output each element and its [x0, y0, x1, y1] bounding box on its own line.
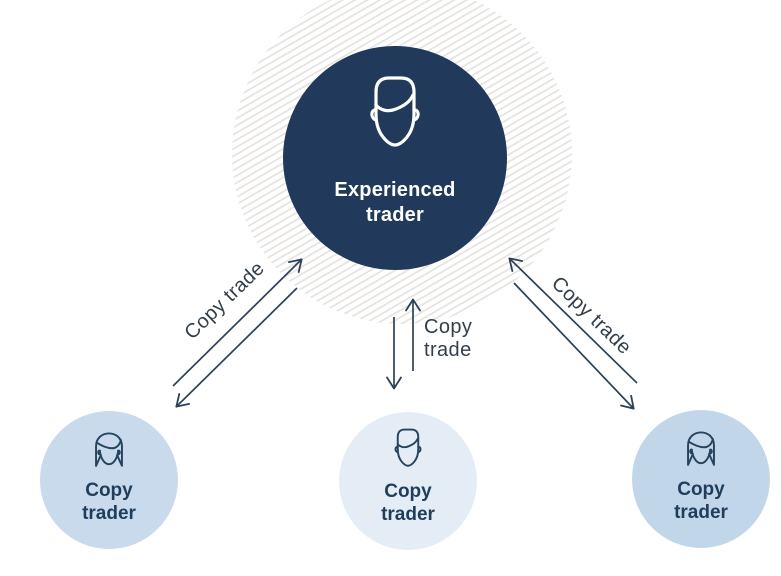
experienced-trader-label: Experienced trader — [334, 179, 456, 226]
arrow-left-to-copier — [175, 287, 298, 408]
copy-trade-label-center: Copy trade — [424, 316, 473, 361]
copy-trader-node-center: Copy trader — [339, 412, 477, 550]
experienced-trader-node: Experienced trader — [283, 46, 507, 270]
copy-trader-label: Copy trader — [674, 479, 728, 523]
arrow-right-to-copier — [513, 282, 635, 410]
woman-face-icon — [687, 431, 715, 466]
copy-trader-node-right: Copy trader — [632, 410, 770, 548]
arrow-left-to-trader — [172, 258, 303, 387]
woman-face-icon — [95, 432, 123, 467]
arrow-right-to-trader — [508, 257, 638, 384]
copy-trader-node-left: Copy trader — [40, 411, 178, 549]
man-face-icon — [394, 428, 422, 467]
copy-trader-label: Copy trader — [82, 480, 136, 524]
copy-trader-label: Copy trader — [381, 481, 435, 525]
man-face-icon — [370, 76, 420, 147]
